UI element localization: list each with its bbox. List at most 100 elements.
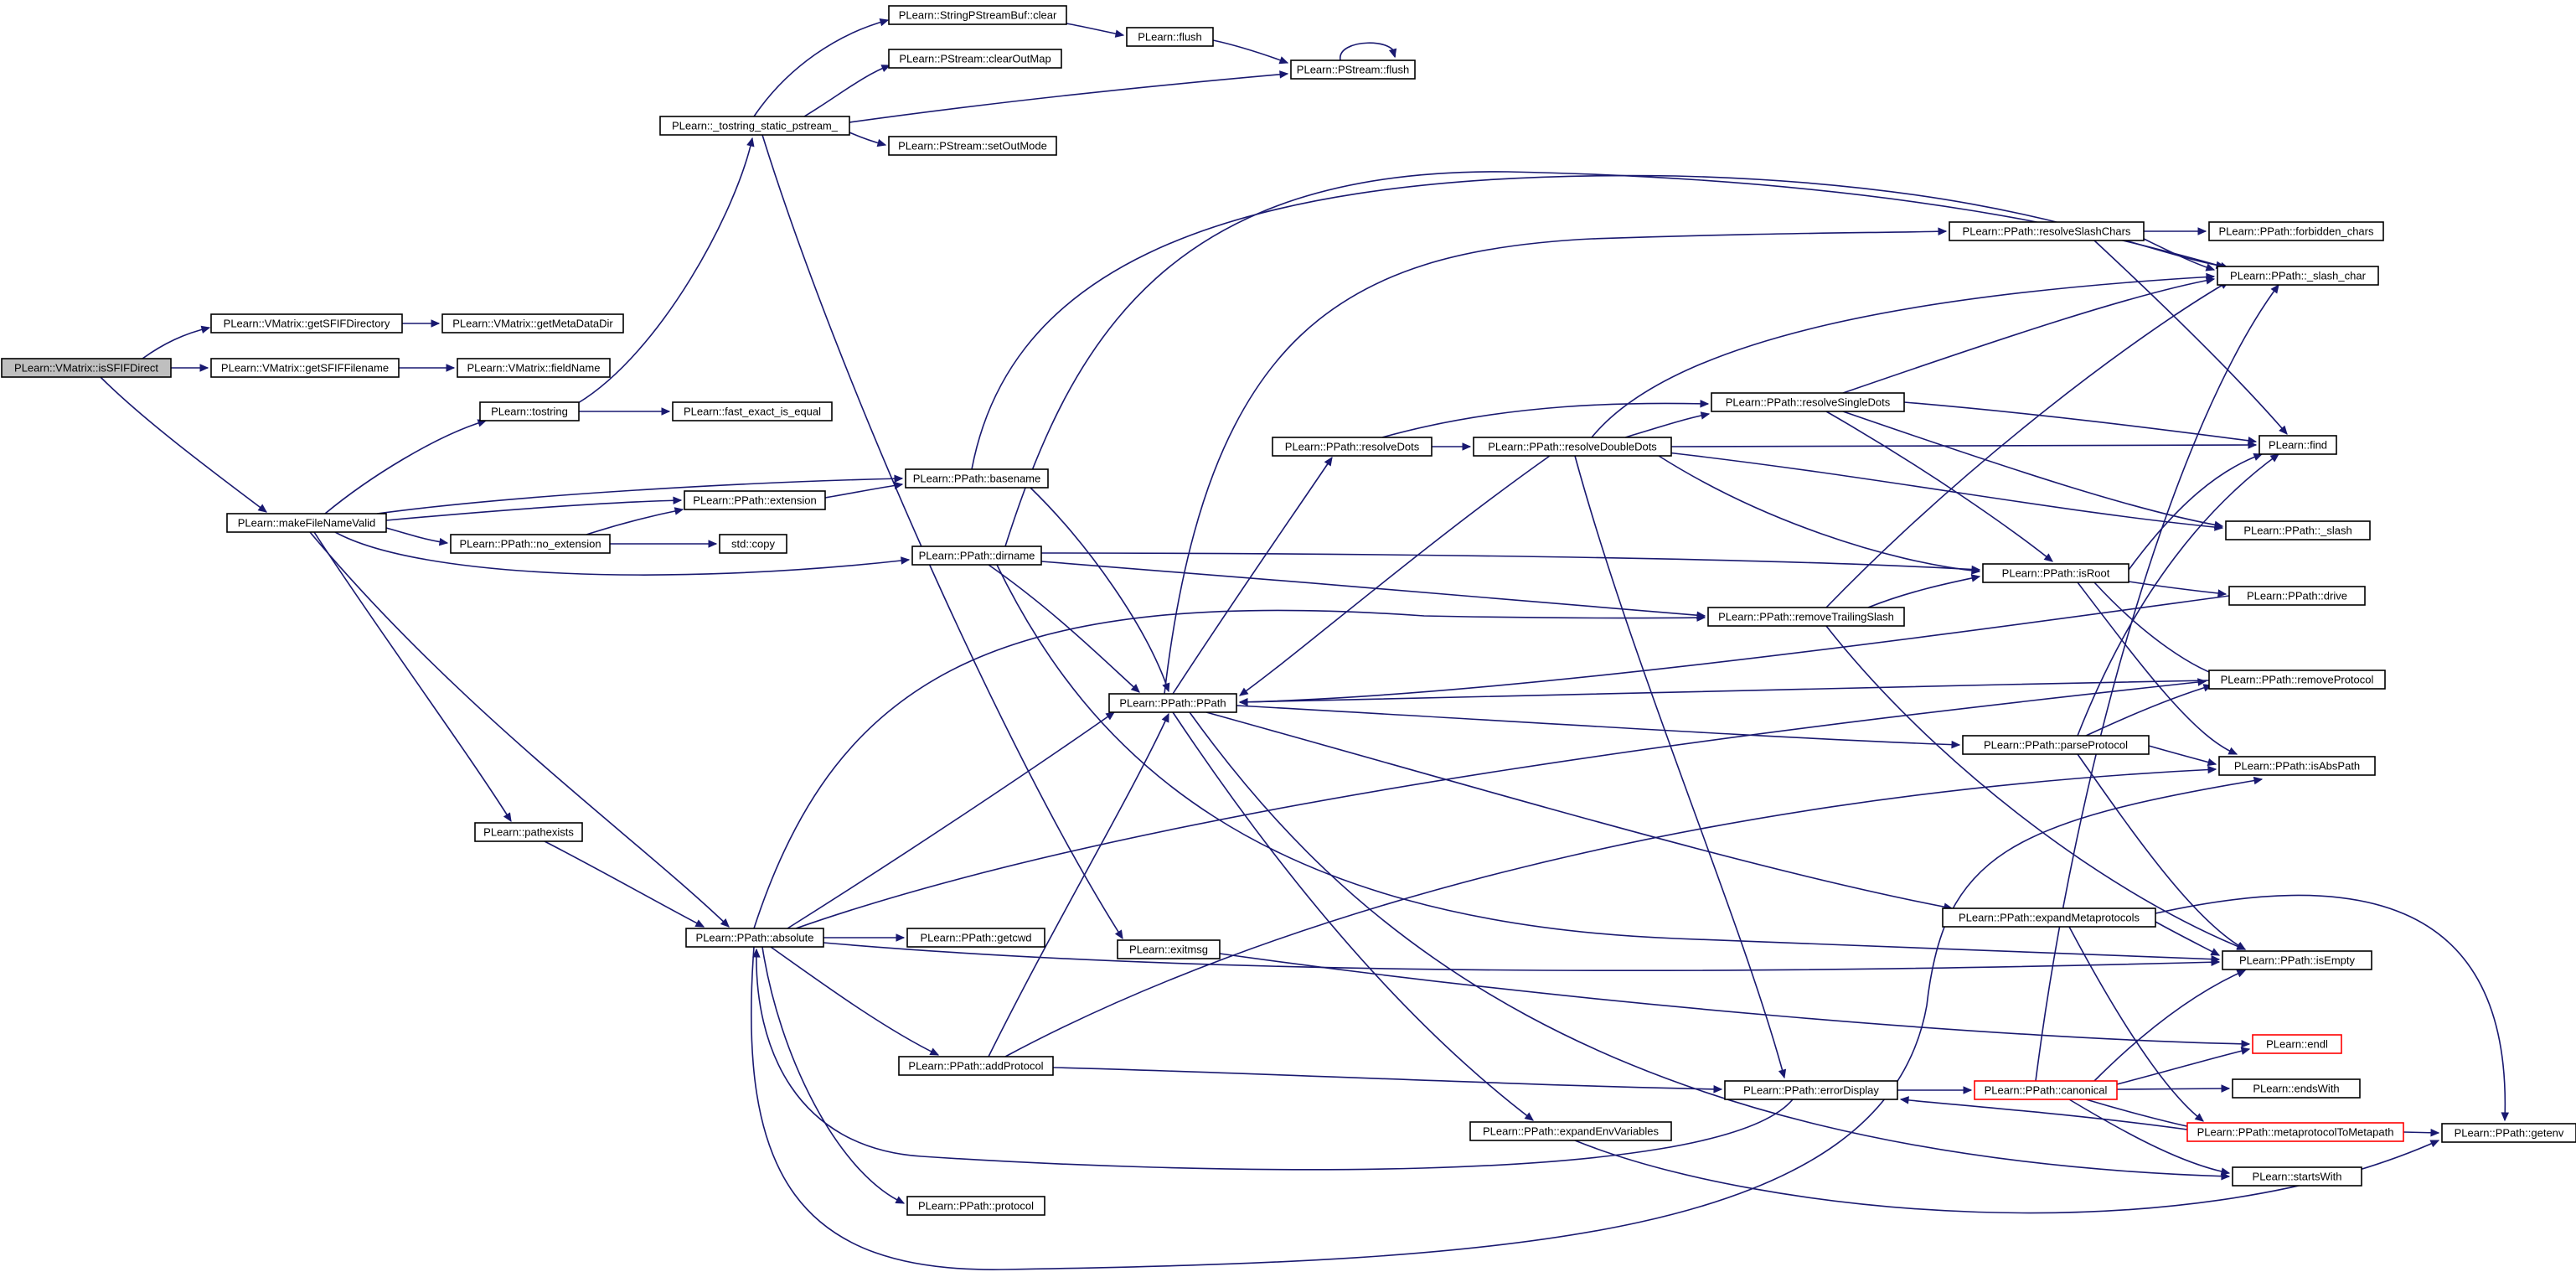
node-PStream_flush[interactable]: PLearn::PStream::flush [1290, 59, 1416, 80]
node-label: PLearn::makeFileNameValid [238, 517, 376, 530]
node-getSFIFFilename[interactable]: PLearn::VMatrix::getSFIFFilename [210, 358, 400, 378]
edge-PStream_flush-to-PStream_flush [1340, 42, 1397, 61]
node-isEmpty[interactable]: PLearn::PPath::isEmpty [2222, 950, 2372, 970]
node-tostring_static[interactable]: PLearn::_tostring_static_pstream_ [659, 116, 850, 136]
edge-no_extension-to-extension [586, 507, 684, 535]
edge-resolveSingleDots-to-slash_char [1842, 277, 2216, 394]
node-label: PLearn::PPath::getenv [2455, 1127, 2564, 1140]
edge-makeFileNameValid-to-no_extension [385, 527, 449, 546]
edge-arrowhead [2210, 948, 2221, 956]
node-tostring[interactable]: PLearn::tostring [479, 401, 580, 421]
edge-arrowhead [880, 65, 891, 73]
node-exitmsg[interactable]: PLearn::exitmsg [1117, 939, 1221, 959]
node-forbidden_chars[interactable]: PLearn::PPath::forbidden_chars [2208, 221, 2384, 241]
node-fieldName[interactable]: PLearn::VMatrix::fieldName [457, 358, 611, 378]
edge-line [2148, 745, 2217, 765]
node-slash[interactable]: PLearn::PPath::_slash [2225, 520, 2371, 540]
edge-arrowhead [1161, 712, 1169, 723]
node-metaprotocolToMetapath[interactable]: PLearn::PPath::metaprotocolToMetapath [2186, 1122, 2404, 1142]
graph-nodes: PLearn::VMatrix::isSFIFDirectPLearn::VMa… [1, 5, 2576, 1216]
edge-flush-to-PStream_flush [1212, 39, 1289, 65]
node-setOutMode[interactable]: PLearn::PStream::setOutMode [888, 136, 1057, 156]
node-protocol[interactable]: PLearn::PPath::protocol [906, 1196, 1045, 1216]
edge-arrowhead [1899, 1096, 1909, 1104]
node-isAbsPath[interactable]: PLearn::PPath::isAbsPath [2218, 756, 2376, 776]
node-clearOutMap[interactable]: PLearn::PStream::clearOutMap [888, 49, 1062, 69]
node-isRoot[interactable]: PLearn::PPath::isRoot [1982, 563, 2129, 583]
edge-line [1591, 276, 2215, 438]
node-box [1108, 693, 1237, 713]
node-SPSB_clear[interactable]: PLearn::StringPStreamBuf::clear [888, 5, 1067, 25]
node-removeTrailingSlash[interactable]: PLearn::PPath::removeTrailingSlash [1707, 607, 1905, 627]
node-errorDisplay[interactable]: PLearn::PPath::errorDisplay [1724, 1080, 1898, 1100]
edge-line [1381, 402, 1709, 438]
edge-line [334, 531, 910, 576]
edge-resolveDoubleDots-to-slash [1666, 452, 2224, 531]
edge-line [1066, 23, 1124, 36]
node-slash_char[interactable]: PLearn::PPath::_slash_char [2217, 266, 2379, 286]
node-getenv[interactable]: PLearn::PPath::getenv [2441, 1123, 2576, 1143]
edge-arrowhead [694, 919, 705, 928]
edge-makeFileNameValid-to-absolute [309, 531, 730, 928]
edge-parseProtocol-to-isEmpty [2077, 753, 2247, 950]
edge-tostring_static-to-exitmsg [761, 134, 1123, 940]
edge-makeFileNameValid-to-pathexists [313, 531, 512, 823]
edge-arrowhead [1700, 411, 1711, 420]
node-canonical[interactable]: PLearn::PPath::canonical [1974, 1080, 2118, 1100]
node-resolveDots[interactable]: PLearn::PPath::resolveDots [1272, 437, 1433, 457]
node-absolute[interactable]: PLearn::PPath::absolute [685, 928, 824, 948]
edge-parseProtocol-to-find [2077, 453, 2279, 737]
node-resolveDoubleDots[interactable]: PLearn::PPath::resolveDoubleDots [1473, 437, 1672, 457]
node-box [888, 5, 1067, 25]
node-startsWith[interactable]: PLearn::startsWith [2232, 1166, 2362, 1187]
edge-arrowhead [200, 325, 211, 334]
edge-arrowhead [1462, 442, 1472, 451]
node-find[interactable]: PLearn::find [2259, 435, 2337, 455]
node-expandMetaprotocols[interactable]: PLearn::PPath::expandMetaprotocols [1942, 907, 2156, 928]
node-resolveSlashChars[interactable]: PLearn::PPath::resolveSlashChars [1949, 221, 2145, 241]
node-box [2217, 266, 2379, 286]
node-makeFileNameValid[interactable]: PLearn::makeFileNameValid [226, 513, 387, 533]
node-endl[interactable]: PLearn::endl [2252, 1034, 2342, 1054]
node-no_extension[interactable]: PLearn::PPath::no_extension [450, 534, 611, 554]
edge-canonical-to-endsWith [2116, 1084, 2231, 1093]
edge-tostring_static-to-SPSB_clear [753, 18, 890, 117]
node-endsWith[interactable]: PLearn::endsWith [2232, 1078, 2361, 1099]
node-box [2232, 1166, 2362, 1187]
edge-line [1212, 39, 1288, 64]
node-parseProtocol[interactable]: PLearn::PPath::parseProtocol [1962, 735, 2150, 755]
node-label: PLearn::PPath::basename [913, 473, 1041, 485]
node-fast_exact_is_equal[interactable]: PLearn::fast_exact_is_equal [672, 401, 833, 421]
node-basename[interactable]: PLearn::PPath::basename [905, 468, 1049, 489]
edge-canonical-to-endl [2116, 1047, 2251, 1085]
node-label: PLearn::PPath::expandMetaprotocols [1959, 912, 2140, 924]
node-extension[interactable]: PLearn::PPath::extension [684, 490, 826, 510]
edge-arrowhead [2429, 1140, 2440, 1148]
node-expandEnvVariables[interactable]: PLearn::PPath::expandEnvVariables [1469, 1121, 1672, 1141]
node-std_copy[interactable]: std::copy [719, 534, 787, 554]
edge-resolveSingleDots-to-isRoot [1825, 411, 2053, 562]
edge-line [309, 531, 730, 928]
node-label: PLearn::PPath::protocol [918, 1200, 1034, 1213]
node-PPath[interactable]: PLearn::PPath::PPath [1108, 693, 1237, 713]
node-flush[interactable]: PLearn::flush [1126, 27, 1214, 47]
edge-line [1842, 411, 2223, 527]
edge-arrowhead [2220, 1167, 2231, 1176]
node-dirname[interactable]: PLearn::PPath::dirname [911, 546, 1042, 566]
node-getcwd[interactable]: PLearn::PPath::getcwd [906, 928, 1045, 948]
node-pathexists[interactable]: PLearn::pathexists [474, 822, 583, 842]
node-addProtocol[interactable]: PLearn::PPath::addProtocol [898, 1056, 1054, 1076]
node-box [888, 136, 1057, 156]
edge-line [2155, 921, 2220, 956]
node-resolveSingleDots[interactable]: PLearn::PPath::resolveSingleDots [1711, 392, 1905, 412]
edge-line [2093, 970, 2246, 1082]
edge-isRoot-to-find [2128, 452, 2264, 571]
node-getSFIFDirectory[interactable]: PLearn::VMatrix::getSFIFDirectory [210, 313, 403, 334]
node-drive[interactable]: PLearn::PPath::drive [2228, 586, 2366, 606]
node-getMetaDataDir[interactable]: PLearn::VMatrix::getMetaDataDir [441, 313, 624, 334]
edge-line [2116, 1088, 2230, 1090]
edge-line [1903, 401, 2257, 442]
node-box [905, 468, 1049, 489]
node-removeProtocol[interactable]: PLearn::PPath::removeProtocol [2208, 670, 2386, 690]
edge-line [1658, 455, 1980, 572]
